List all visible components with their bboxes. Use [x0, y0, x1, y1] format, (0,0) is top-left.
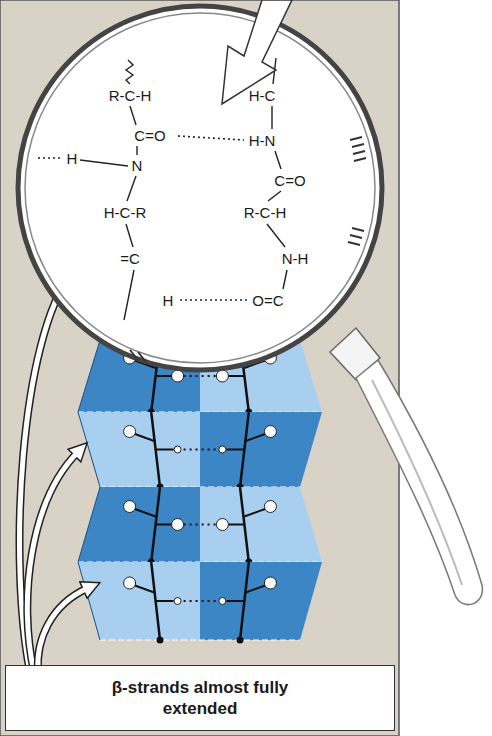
sheet-stroke [200, 562, 322, 640]
atom-label: N [132, 158, 143, 173]
magnifier-handle [330, 328, 482, 605]
atom-label: =C [120, 251, 140, 266]
sheet-stroke [184, 600, 217, 602]
caption-box: β-strands almost fully extended [5, 665, 395, 731]
sheet-stroke [219, 446, 226, 453]
sheet-stroke [244, 434, 266, 442]
caption-text: β-strands almost fully extended [85, 677, 315, 720]
sheet-stroke [124, 426, 136, 438]
sheet-stroke [219, 598, 226, 605]
atom-label: R-C-H [244, 205, 287, 220]
sheet-stroke [172, 519, 184, 531]
sheet-stroke [264, 577, 276, 589]
sheet-stroke [156, 375, 174, 377]
sheet-stroke [157, 637, 164, 644]
sheet-stroke [226, 449, 244, 451]
atom-label: C=O [274, 173, 305, 188]
pleated-sheet [78, 340, 322, 644]
atom-label: R-C-H [109, 88, 152, 103]
atom-label: H-C-R [104, 205, 147, 220]
sheet-stroke [156, 600, 174, 602]
atom-label: H [67, 151, 78, 166]
sheet-stroke [226, 375, 244, 377]
sheet-stroke [264, 426, 276, 438]
atom-label: N-H [282, 251, 309, 266]
sheet-stroke [174, 598, 181, 605]
sheet-stroke [184, 375, 217, 377]
sheet-stroke [237, 637, 244, 644]
sheet-stroke [200, 412, 322, 487]
sheet-stroke [216, 370, 228, 382]
sheet-stroke [226, 524, 244, 526]
magnifier-lens [18, 6, 382, 370]
atom-label: C=O [134, 128, 165, 143]
sheet-stroke [124, 577, 136, 589]
sheet-stroke [172, 370, 184, 382]
sheet-stroke [226, 600, 244, 602]
sheet-stroke [200, 487, 322, 562]
sheet-stroke [244, 585, 266, 593]
chemical-bonds [38, 58, 287, 320]
sheet-stroke [100, 640, 300, 641]
atom-label: H [163, 293, 174, 308]
sheet-stroke [156, 449, 174, 451]
atom-label: O=C [252, 293, 283, 308]
atom-label: H-N [249, 133, 276, 148]
background-panel [0, 0, 399, 736]
sheet-stroke [134, 585, 156, 593]
sheet-stroke [244, 509, 266, 517]
sheet-stroke [184, 524, 217, 526]
zoom-arrow [222, 0, 292, 104]
sheet-stroke [124, 501, 136, 513]
sheet-stroke [264, 501, 276, 513]
sheet-stroke [174, 446, 181, 453]
sheet-stroke [134, 434, 156, 442]
pointer-arrows [20, 272, 88, 672]
sheet-stroke [184, 449, 217, 451]
sheet-stroke [134, 509, 156, 517]
sheet-stroke [216, 519, 228, 531]
sheet-stroke [156, 524, 174, 526]
atom-label: H-C [249, 88, 276, 103]
